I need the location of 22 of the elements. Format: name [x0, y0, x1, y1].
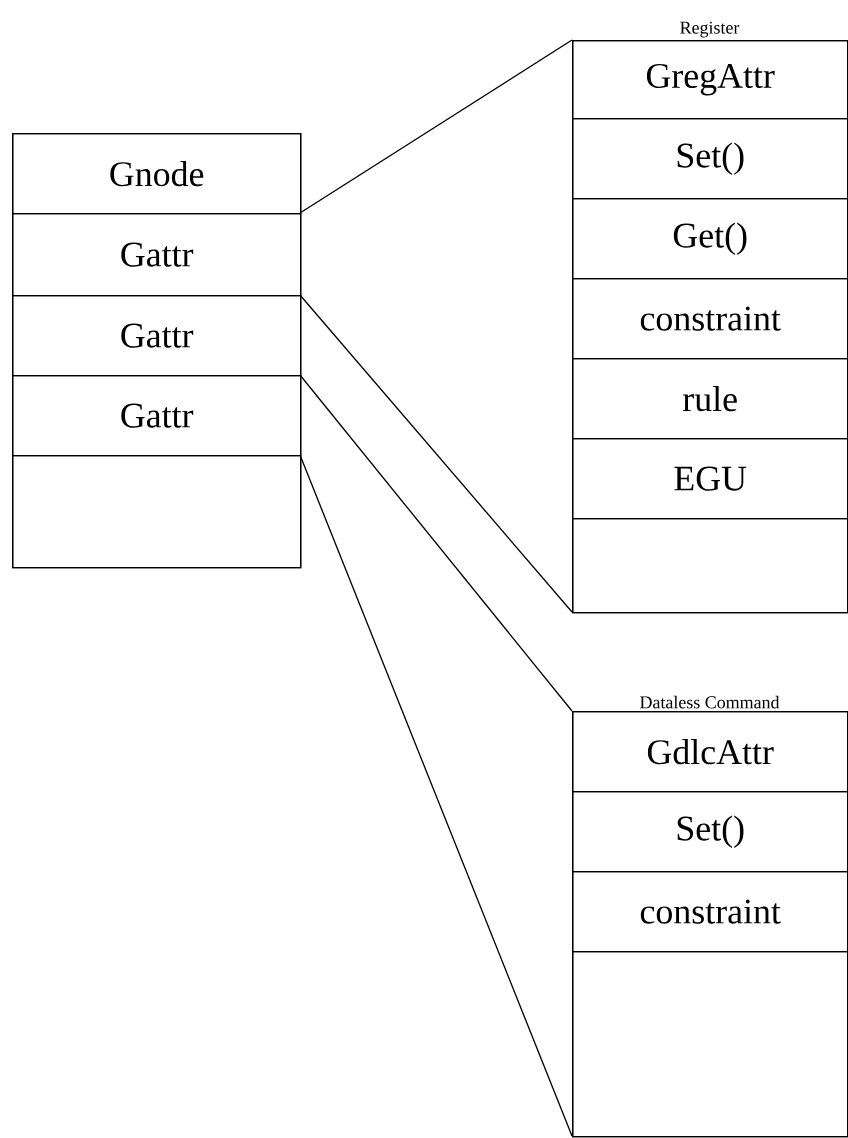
attribute-row: GdlcAttr: [572, 711, 848, 793]
zoom-line: [299, 294, 573, 613]
attribute-row: GregAttr: [572, 40, 848, 120]
table-title: Register: [680, 21, 740, 38]
attribute-row: [12, 455, 302, 569]
attribute-row: Gattr: [12, 295, 302, 377]
attribute-row: Gattr: [12, 375, 302, 457]
attribute-row: Get(): [572, 198, 848, 280]
attribute-row: [572, 518, 848, 614]
attribute-row: Gnode: [12, 133, 302, 215]
attribute-row: [572, 951, 848, 1138]
zoom-line: [299, 374, 573, 712]
attribute-row: EGU: [572, 438, 848, 520]
attribute-row: Set(): [572, 118, 848, 200]
table-title: Dataless Command: [640, 695, 780, 709]
attribute-row: Set(): [572, 791, 848, 873]
zoom-line: [299, 39, 573, 214]
attribute-row: rule: [572, 358, 848, 440]
zoom-line: [299, 454, 573, 1137]
attribute-row: constraint: [572, 278, 848, 360]
attribute-row: Gattr: [12, 213, 302, 297]
attribute-row: constraint: [572, 871, 848, 953]
